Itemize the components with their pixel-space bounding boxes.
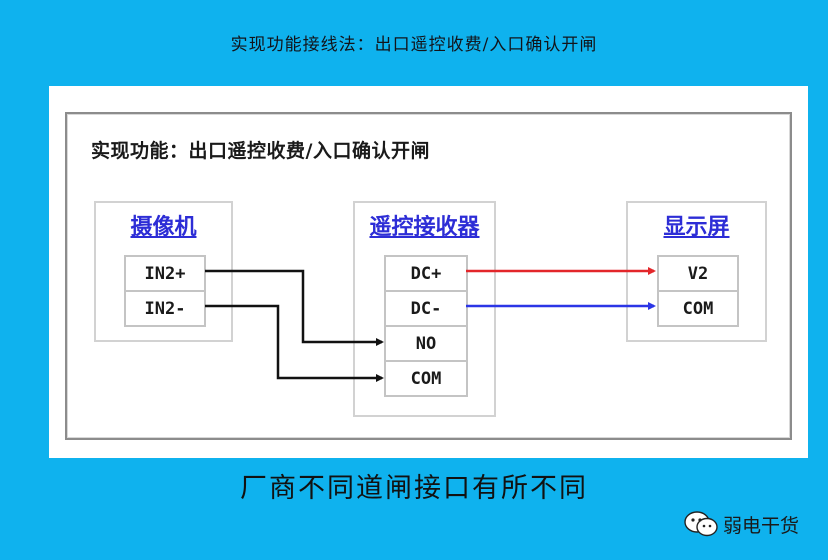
diagram-frame: 实现功能：出口遥控收费/入口确认开闸 摄像机 IN2+ IN2- 遥控接收器 D… — [65, 112, 792, 440]
camera-title: 摄像机 — [130, 215, 197, 240]
wechat-icon — [684, 511, 718, 537]
page-title: 实现功能接线法：出口遥控收费/入口确认开闸 — [230, 35, 598, 55]
display-port-com: COM — [657, 290, 739, 327]
receiver-port-com: COM — [384, 360, 468, 397]
caption: 厂商不同道闸接口有所不同 — [240, 473, 588, 504]
receiver-title: 遥控接收器 — [369, 215, 480, 240]
diagram-title: 实现功能：出口遥控收费/入口确认开闸 — [91, 140, 430, 162]
camera-port-in2-minus: IN2- — [124, 290, 206, 327]
receiver-port-no: NO — [384, 325, 468, 362]
wire-in2-minus-to-com — [205, 304, 384, 382]
wire-in2-plus-to-no — [205, 269, 384, 346]
brand-watermark: 弱电干货 — [683, 510, 799, 538]
display-port-v2: V2 — [657, 255, 739, 292]
diagram-card: 实现功能：出口遥控收费/入口确认开闸 摄像机 IN2+ IN2- 遥控接收器 D… — [49, 86, 808, 458]
wiring — [205, 267, 656, 382]
display-device: 显示屏 V2 COM — [626, 201, 767, 342]
display-title: 显示屏 — [663, 215, 730, 240]
brand-name: 弱电干货 — [723, 514, 800, 537]
receiver-port-dc-minus: DC- — [384, 290, 468, 327]
